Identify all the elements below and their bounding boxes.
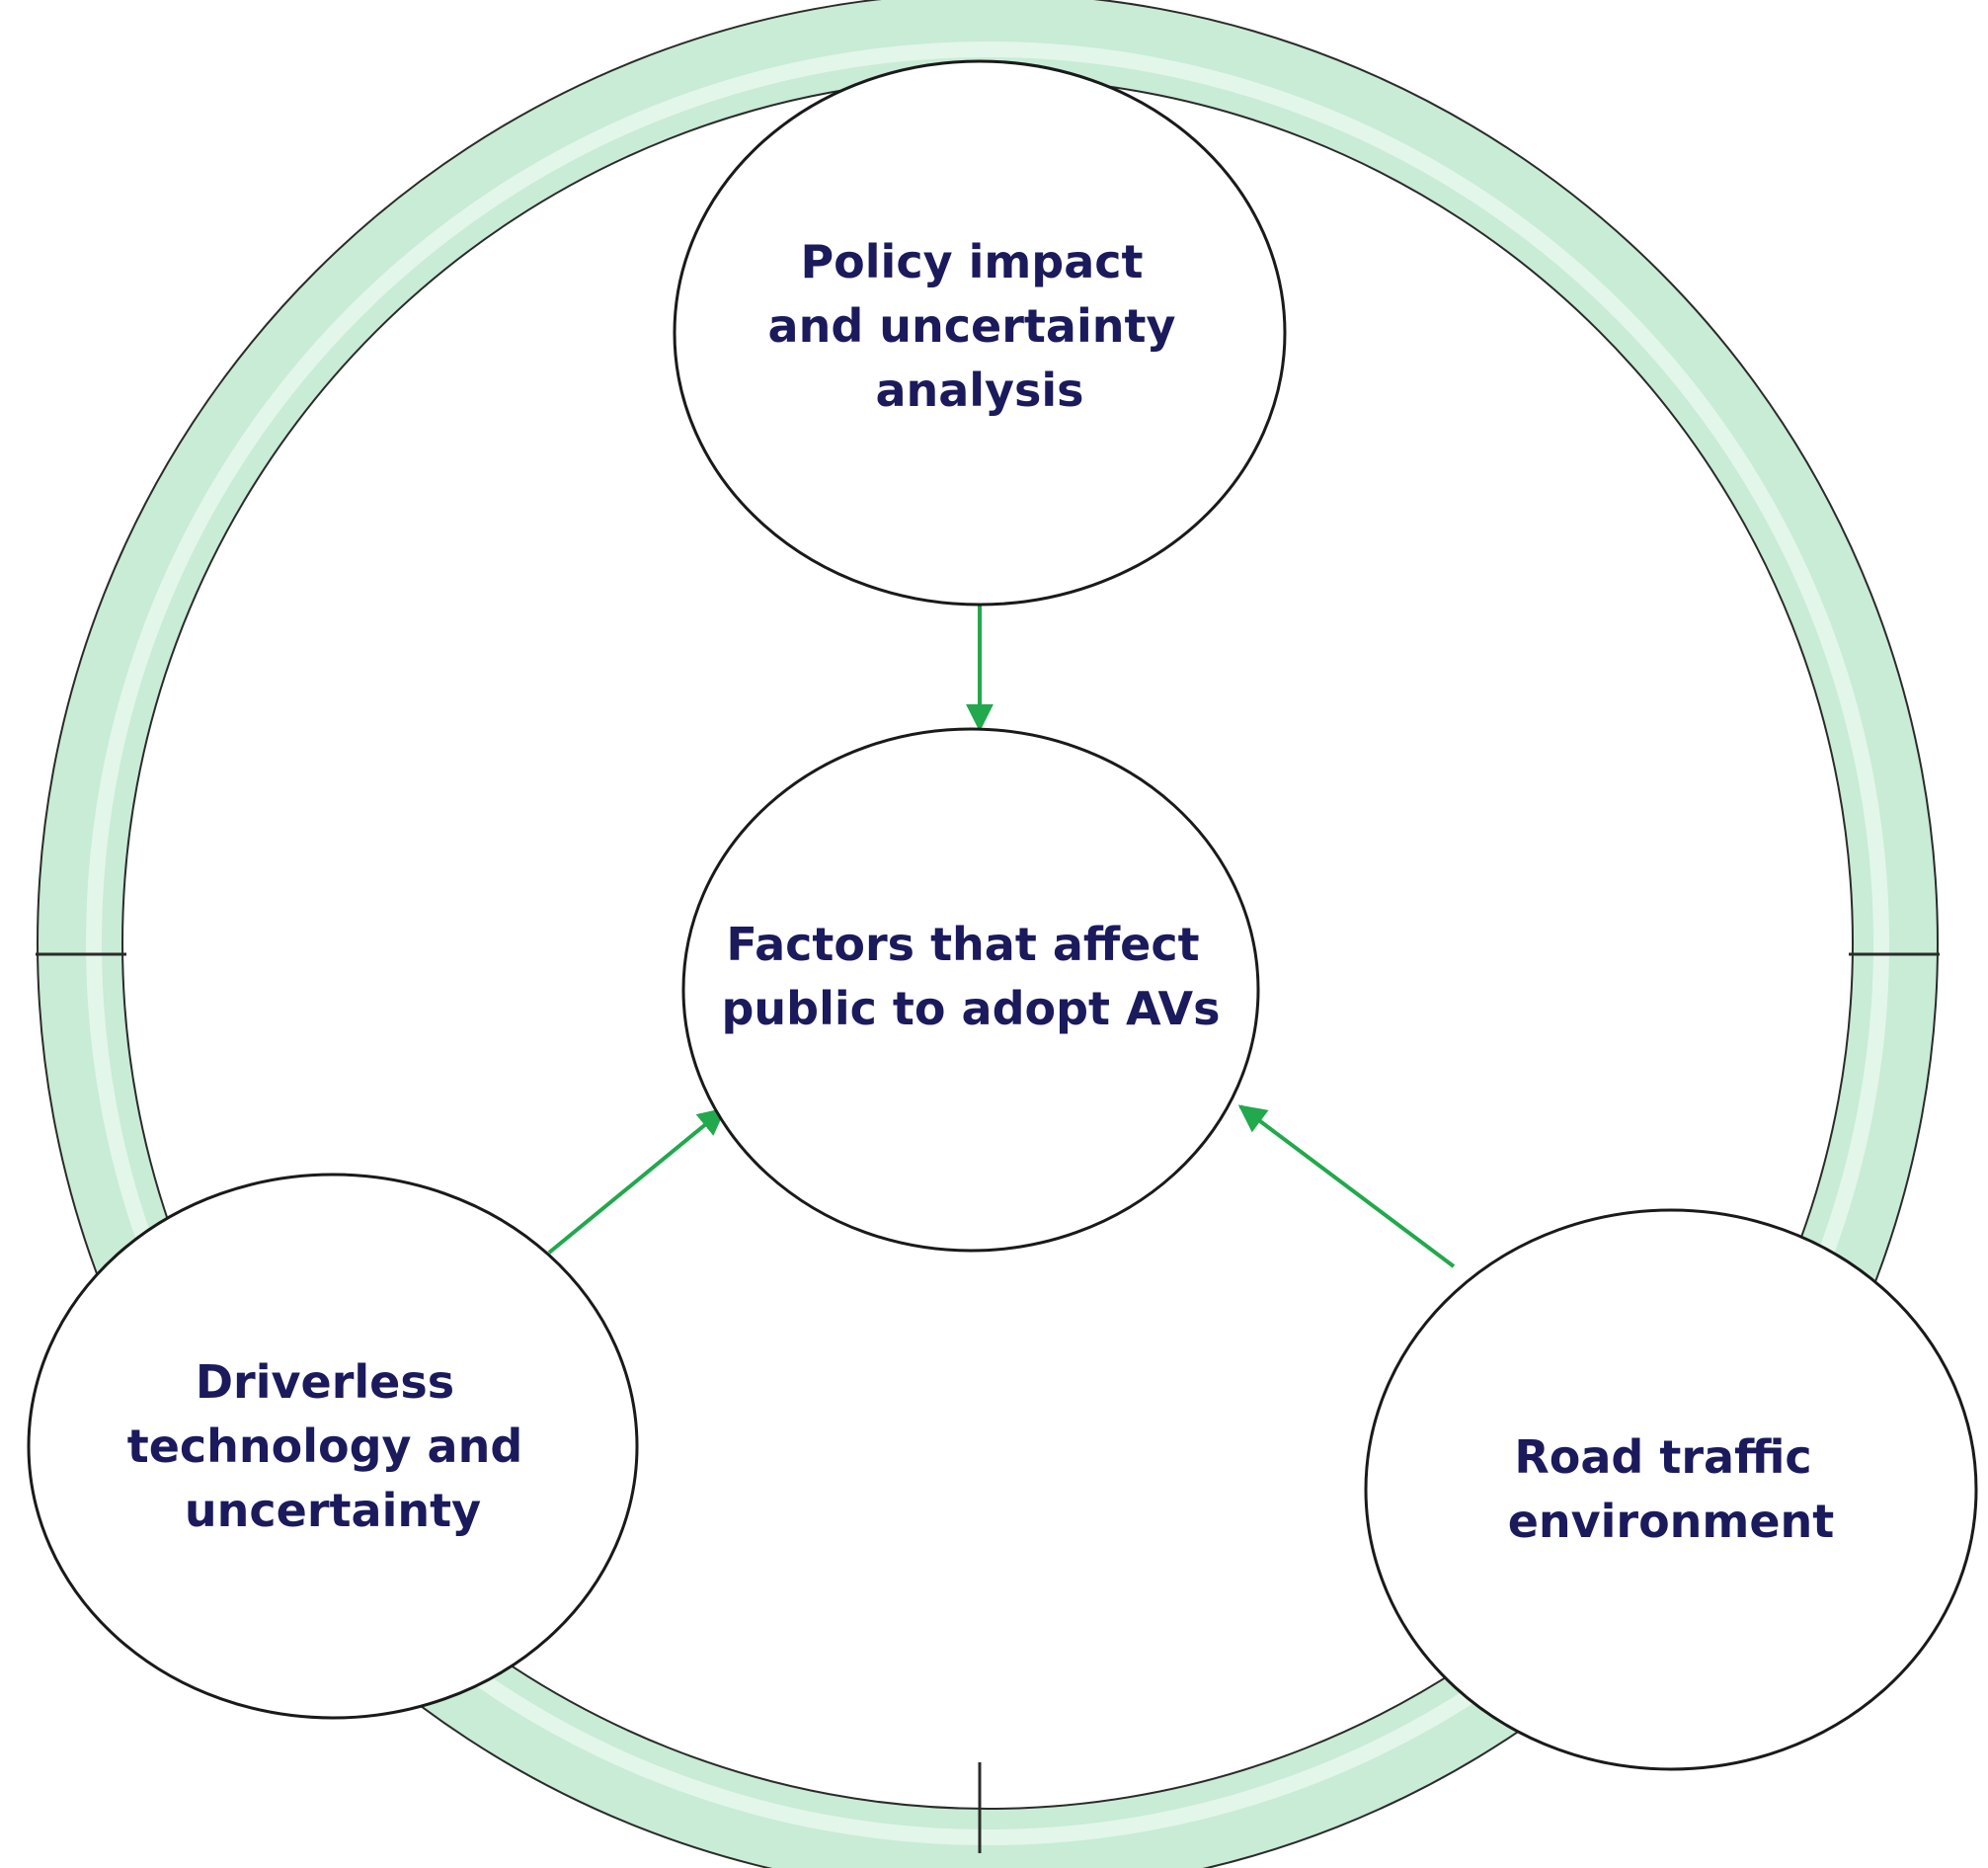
node-circle: [1364, 1208, 1978, 1771]
node-label: Driverless technology and uncertainty: [127, 1355, 539, 1537]
ring-fill: [39, 0, 1937, 1868]
node-label: Policy impact and uncertainty analysis: [768, 235, 1192, 417]
ring-highlight: [86, 41, 1889, 1845]
node-right: Road traffic environment: [1364, 1208, 1978, 1771]
node-label: Road traffic environment: [1508, 1430, 1835, 1548]
node-center: Factors that affect public to adopt AVs: [681, 727, 1260, 1253]
arrow-right-to-center: [1237, 1104, 1456, 1268]
node-circle: [681, 727, 1260, 1253]
node-left: Driverless technology and uncertainty: [27, 1173, 639, 1720]
outer-ring: [36, 0, 1940, 1868]
arrows: [547, 605, 1456, 1268]
node-circle: [27, 1173, 639, 1720]
node-label: Factors that affect public to adopt AVs: [722, 918, 1221, 1035]
node-top: Policy impact and uncertainty analysis: [673, 59, 1287, 607]
arrow-left-to-center: [547, 1107, 727, 1255]
node-circle: [673, 59, 1287, 607]
